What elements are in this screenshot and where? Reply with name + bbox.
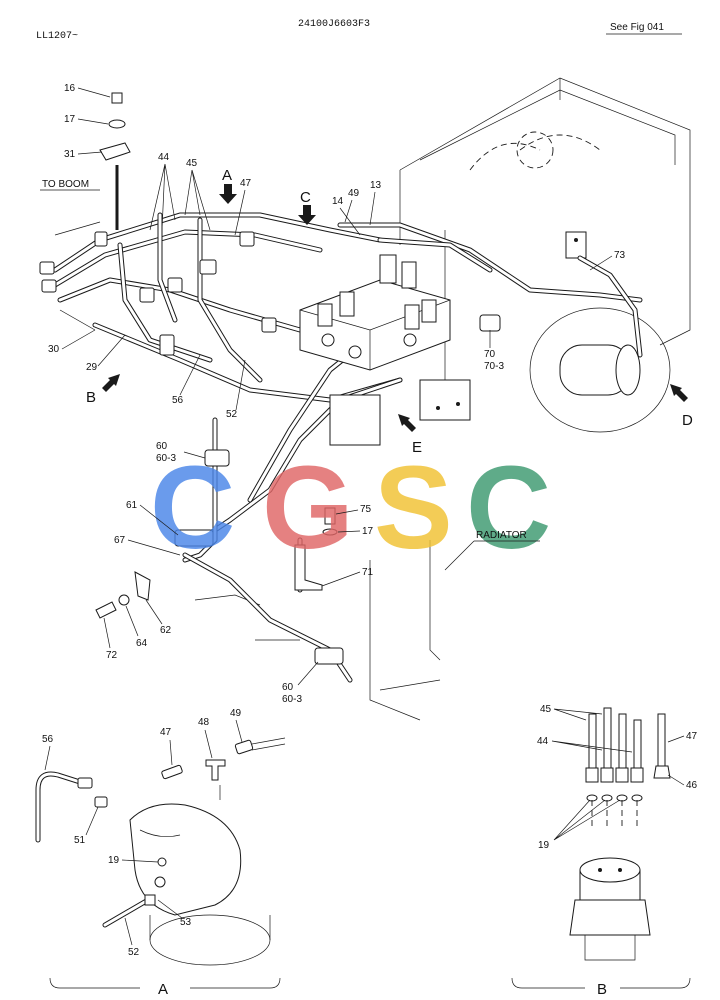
inset-a-callout-53: 53: [180, 917, 192, 928]
callout-17: 17: [64, 114, 76, 125]
callout-73: 73: [614, 250, 626, 261]
filter-assembly: [529, 231, 671, 433]
callout-60-lower: 60: [282, 682, 294, 693]
callout-29: 29: [86, 362, 98, 373]
callout-44: 44: [158, 152, 170, 163]
clamp-61: [174, 529, 214, 547]
inset-b-title: B: [597, 981, 607, 998]
washer-17: [108, 119, 126, 129]
callout-13: 13: [370, 180, 382, 191]
to-boom-label: TO BOOM: [42, 179, 89, 190]
callout-67: 67: [114, 535, 126, 546]
callout-52: 52: [226, 409, 238, 420]
figure-reference: See Fig 041: [610, 22, 664, 33]
watermark-letter-1: C: [150, 442, 235, 574]
callout-70-3: 70-3: [484, 361, 504, 372]
view-arrow-e: [398, 414, 416, 432]
view-label-d: D: [682, 412, 693, 429]
callout-61: 61: [126, 500, 138, 511]
watermark: C G S C: [150, 442, 551, 574]
bolt-75: [324, 507, 336, 525]
tee-48: [205, 759, 226, 781]
diagram-code: 24100J6603F3: [298, 19, 370, 30]
view-arrow-c: [298, 205, 316, 225]
view-label-c: C: [300, 189, 311, 206]
view-label-b: B: [86, 389, 96, 406]
inset-a-bracket: [49, 977, 281, 989]
clamps-and-hardware: [95, 92, 501, 665]
radiator-label: RADIATOR: [476, 530, 527, 541]
callout-16: 16: [64, 83, 76, 94]
control-valve: [299, 254, 471, 446]
callout-71: 71: [362, 567, 374, 578]
clamp-70: [479, 314, 501, 332]
callout-14: 14: [332, 196, 344, 207]
view-label-a: A: [222, 167, 232, 184]
inset-b-callout-19: 19: [538, 840, 550, 851]
callout-56: 56: [172, 395, 184, 406]
callout-75: 75: [360, 504, 372, 515]
bracket-62: [134, 571, 151, 601]
callout-60-3: 60-3: [156, 453, 176, 464]
callout-45: 45: [186, 158, 198, 169]
header: LL1207~ 24100J6603F3 See Fig 041: [36, 19, 682, 42]
callout-31: 31: [64, 149, 76, 160]
inset-b-callout-44: 44: [537, 736, 549, 747]
bracket-71: [294, 544, 323, 591]
clamp-60-lower: [314, 647, 344, 665]
inset-a-title: A: [158, 981, 168, 998]
inset-b-callout-47: 47: [686, 731, 698, 742]
view-arrow-d: [670, 384, 688, 402]
callout-30: 30: [48, 344, 60, 355]
inset-a-callout-48: 48: [198, 717, 210, 728]
swivel-joint-body: [569, 899, 651, 936]
inset-a-callout-47: 47: [160, 727, 172, 738]
callout-47: 47: [240, 178, 252, 189]
engine-frame-outline: [194, 77, 691, 721]
washer-17b: [322, 528, 338, 536]
callout-72: 72: [106, 650, 118, 661]
clamp-31: [99, 142, 131, 161]
callout-62: 62: [160, 625, 172, 636]
callout-70: 70: [484, 349, 496, 360]
bolt-72: [95, 601, 117, 619]
view-arrow-a: [219, 184, 237, 204]
watermark-letter-4: C: [466, 442, 551, 574]
model-range-code: LL1207~: [36, 31, 78, 42]
callout-17-lower: 17: [362, 526, 374, 537]
inset-a-callout-52: 52: [128, 947, 140, 958]
inset-a: 56 47 48 49 51 19 53 52 A: [35, 708, 286, 998]
left-fittings: [39, 221, 277, 356]
view-arrows: A C B D E: [86, 167, 693, 456]
callout-49: 49: [348, 188, 360, 199]
washer-64: [118, 594, 130, 606]
inset-b-callout-46: 46: [686, 780, 698, 791]
view-label-e: E: [412, 439, 422, 456]
view-arrow-b: [102, 374, 120, 392]
inset-a-callout-51: 51: [74, 835, 86, 846]
main-callouts: TO BOOM RADIATOR 16 17 31 44 45 47 49 13…: [40, 83, 626, 705]
callout-60: 60: [156, 441, 168, 452]
inset-b-bracket: [511, 977, 691, 989]
inset-a-callout-49: 49: [230, 708, 242, 719]
callout-60-3-lower: 60-3: [282, 694, 302, 705]
valve-mount-bracket: [329, 394, 381, 446]
inset-a-callout-56: 56: [42, 734, 54, 745]
watermark-letter-2: G: [262, 442, 354, 574]
watermark-letter-3: S: [374, 442, 453, 574]
callout-64: 64: [136, 638, 148, 649]
inset-a-callout-19: 19: [108, 855, 120, 866]
bracket-73: [565, 231, 587, 259]
inset-b: 45 44 47 46 19 B: [511, 704, 698, 998]
inset-b-callout-45: 45: [540, 704, 552, 715]
mount-bracket-e: [419, 379, 471, 421]
bolt-16: [111, 92, 123, 104]
